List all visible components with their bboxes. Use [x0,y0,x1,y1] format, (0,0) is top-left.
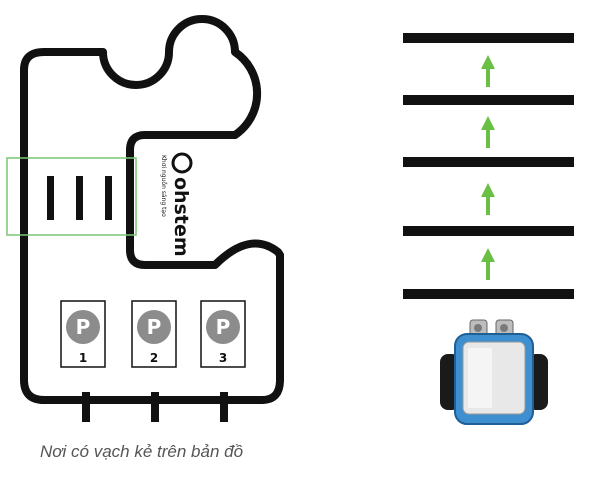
arrow-up-icon [481,55,495,87]
parking-number: 2 [150,351,158,365]
horizontal-line-4 [403,226,574,236]
track-map: ohstem Khơi nguồn sáng tạo P 1 P 2 [6,15,284,422]
line-crossing-illustration [403,33,574,425]
arrow-up-icon [481,183,495,215]
horizontal-line-3 [403,157,574,167]
bottom-tick-3 [220,392,228,422]
horizontal-line-2 [403,95,574,105]
parking-letter: P [76,315,91,339]
ohstem-logo-icon: ohstem Khơi nguồn sáng tạo [160,152,193,257]
robot-car-icon [440,319,548,425]
highlight-box [6,157,137,236]
parking-sign-icon [206,310,240,344]
arrow-up-icon [481,116,495,148]
parking-number: 1 [79,351,87,365]
logo-tagline: Khơi nguồn sáng tạo [160,155,168,217]
bottom-tick-1 [82,392,90,422]
bottom-tick-2 [151,392,159,422]
arrow-up-icon [481,248,495,280]
parking-spot-1: P 1 [60,300,106,368]
crossing-line-2 [76,176,83,220]
parking-number: 3 [219,351,227,365]
horizontal-line-5 [403,289,574,299]
parking-letter: P [216,315,231,339]
caption: Nơi có vạch kẻ trên bản đồ [40,442,244,461]
logo-brand: ohstem [170,177,192,257]
parking-spot-3: P 3 [200,300,246,368]
parking-sign-icon [66,310,100,344]
crossing-line-1 [47,176,54,220]
crossing-line-3 [105,176,112,220]
horizontal-line-1 [403,33,574,43]
logo-swirl [171,152,193,174]
parking-letter: P [147,315,162,339]
parking-spot-2: P 2 [131,300,177,368]
parking-sign-icon [137,310,171,344]
